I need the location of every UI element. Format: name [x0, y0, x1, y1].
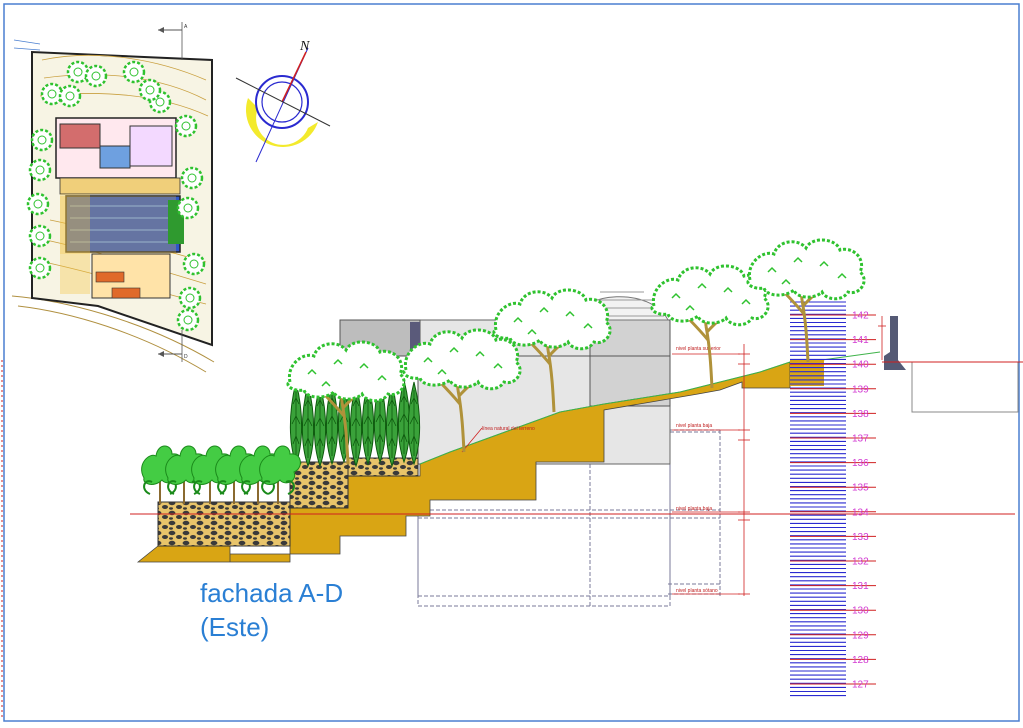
section-label-a: A: [184, 24, 188, 30]
level-label: 131: [852, 581, 869, 592]
level-label: 142: [852, 311, 869, 322]
level-label: 138: [852, 409, 869, 420]
level-label: 129: [852, 630, 869, 641]
level-label: 141: [852, 335, 869, 346]
note-lower-floor: nivel planta baja: [676, 506, 712, 512]
level-label: 137: [852, 434, 869, 445]
shrub-row: [140, 445, 302, 505]
level-label: 134: [852, 507, 869, 518]
level-label: 136: [852, 458, 869, 469]
elevation-scale: [790, 301, 876, 697]
level-label: 139: [852, 384, 869, 395]
note-ground-floor: nivel planta baja: [676, 423, 712, 429]
level-label: 127: [852, 680, 869, 691]
note-basement: nivel planta sótano: [676, 588, 718, 594]
drawing-title: fachada A-D: [200, 578, 344, 608]
note-upper-floor: nivel planta superior: [676, 346, 721, 352]
section-label-d: D: [184, 354, 188, 360]
level-label: 128: [852, 655, 869, 666]
north-label: N: [299, 39, 310, 54]
drawing-subtitle: (Este): [200, 612, 270, 642]
site-plan: A D: [11, 22, 215, 373]
section-marker-a: A: [158, 22, 188, 60]
level-label: 132: [852, 557, 869, 568]
level-label: 135: [852, 483, 869, 494]
section-marker-d: D: [158, 330, 188, 362]
elevation-section: nivel planta superior nivel planta baja …: [130, 238, 1023, 697]
stone-walls: [157, 457, 419, 547]
level-label: 130: [852, 606, 869, 617]
dimension-lines: [672, 316, 886, 596]
level-label: 133: [852, 532, 869, 543]
note-ground-line: línea natural del terreno: [482, 426, 535, 432]
elevation-scale-labels: 142 141 140 139 138 137 136 135 134 133 132 131 130 1…: [852, 311, 869, 691]
north-arrow: N: [235, 39, 331, 163]
level-label: 140: [852, 360, 869, 371]
